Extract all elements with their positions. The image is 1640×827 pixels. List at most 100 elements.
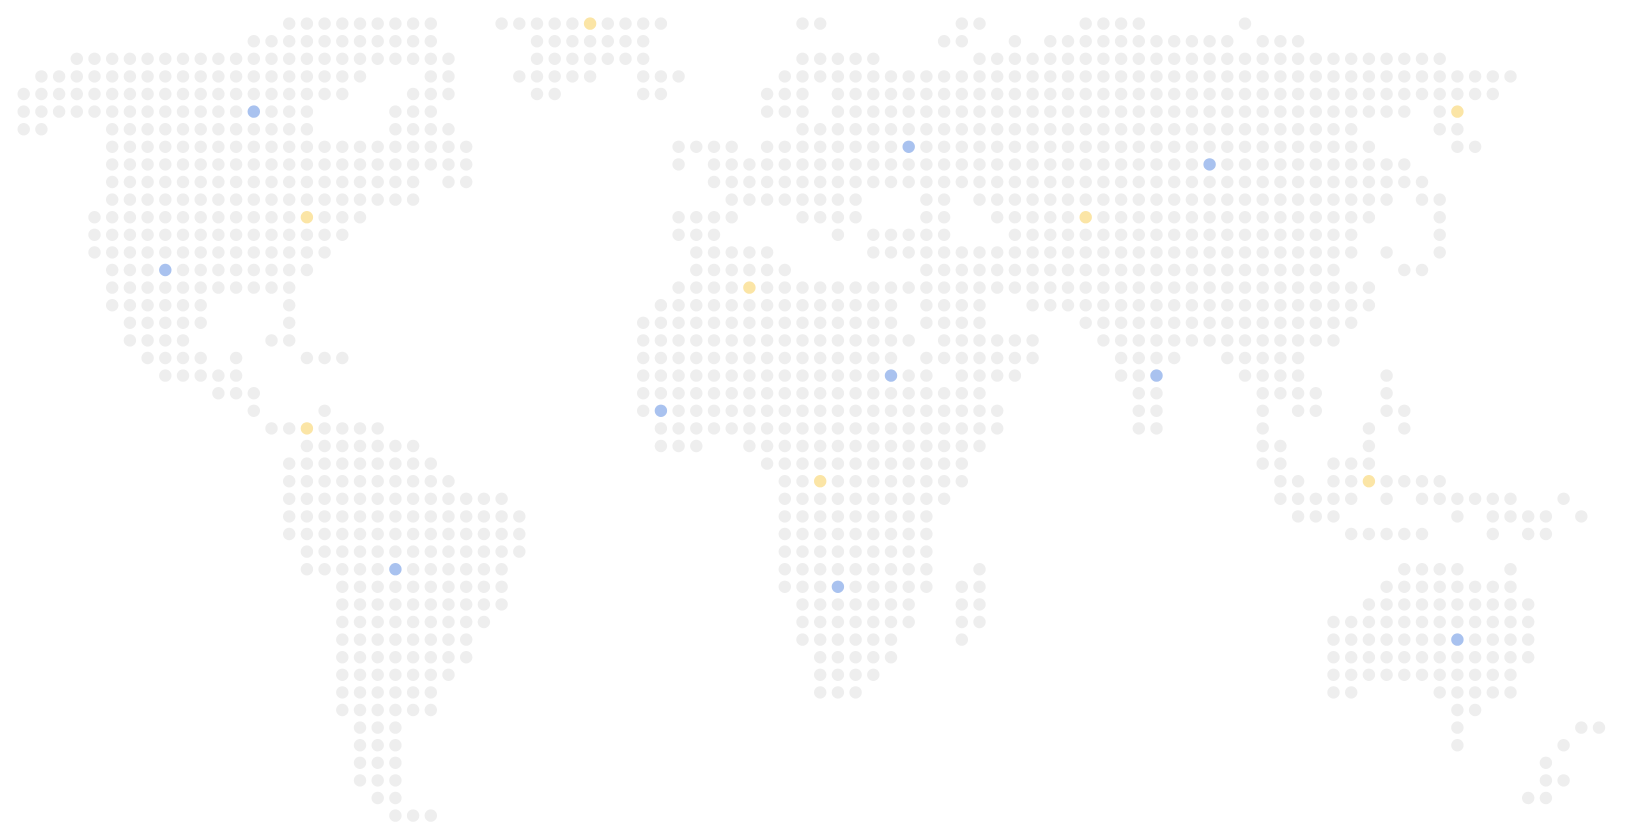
land-dot (884, 545, 898, 558)
land-dot (1132, 228, 1146, 241)
land-dot (318, 175, 331, 189)
land-dot (371, 140, 384, 153)
land-dot (1114, 263, 1128, 277)
land-dot (70, 52, 84, 65)
land-dot (867, 492, 880, 505)
land-dot (743, 246, 756, 259)
land-dot (1291, 87, 1305, 101)
land-dot (1345, 475, 1358, 488)
land-dot (1345, 70, 1358, 83)
land-dot (424, 580, 437, 593)
land-dot (176, 369, 190, 382)
land-dot (760, 387, 774, 400)
land-dot (460, 633, 473, 646)
land-dot (141, 52, 154, 65)
land-dot (406, 105, 420, 118)
land-dot (424, 140, 437, 153)
land-dot (1433, 563, 1446, 576)
land-dot (141, 87, 154, 101)
land-dot (106, 175, 119, 189)
land-dot (1504, 510, 1517, 523)
land-dot (1097, 334, 1110, 347)
land-dot (460, 175, 473, 189)
land-dot (1415, 651, 1429, 664)
land-dot (725, 334, 738, 347)
land-dot (406, 563, 420, 576)
land-dot (1026, 52, 1039, 65)
land-dot (973, 351, 986, 365)
land-dot (1061, 211, 1075, 224)
land-dot (389, 756, 402, 769)
land-dot (229, 105, 243, 118)
land-dot (371, 457, 384, 470)
land-dot (743, 404, 756, 417)
land-dot (159, 281, 172, 294)
land-dot (371, 739, 384, 752)
land-dot (902, 598, 915, 611)
land-dot (1380, 633, 1393, 646)
land-dot (353, 70, 367, 83)
location-marker-yellow (583, 17, 597, 30)
land-dot (831, 475, 845, 488)
land-dot (229, 87, 243, 101)
land-dot (300, 527, 314, 541)
land-dot (796, 598, 809, 611)
land-dot (654, 369, 668, 382)
land-dot (1539, 756, 1553, 769)
land-dot (159, 52, 172, 65)
land-dot (1415, 580, 1429, 593)
land-dot (690, 404, 703, 417)
land-dot (1238, 211, 1252, 224)
land-dot (1026, 158, 1039, 171)
land-dot (300, 246, 314, 259)
land-dot (1256, 87, 1269, 101)
land-dot (389, 739, 402, 752)
land-dot (1327, 510, 1340, 523)
land-dot (690, 228, 703, 241)
land-dot (672, 299, 685, 312)
land-dot (1398, 422, 1411, 435)
land-dot (1415, 563, 1429, 576)
land-dot (1433, 228, 1446, 241)
land-dot (760, 246, 774, 259)
land-dot (1362, 193, 1376, 206)
land-dot (442, 140, 455, 153)
land-dot (389, 686, 402, 699)
land-dot (1291, 334, 1305, 347)
land-dot (300, 17, 314, 30)
land-dot (760, 369, 774, 382)
land-dot (814, 334, 827, 347)
land-dot (1380, 87, 1393, 101)
land-dot (1415, 615, 1429, 629)
land-dot (176, 351, 190, 365)
land-dot (831, 545, 845, 558)
land-dot (1132, 52, 1146, 65)
land-dot (1327, 668, 1340, 681)
land-dot (920, 510, 933, 523)
land-dot (353, 598, 367, 611)
land-dot (1256, 52, 1269, 65)
land-dot (336, 492, 349, 505)
land-dot (1380, 492, 1393, 505)
land-dot (1380, 475, 1393, 488)
land-dot (88, 211, 101, 224)
land-dot (495, 563, 508, 576)
land-dot (831, 158, 845, 171)
land-dot (1345, 246, 1358, 259)
land-dot (1185, 52, 1199, 65)
land-dot (1415, 70, 1429, 83)
land-dot (637, 35, 650, 48)
land-dot (778, 457, 791, 470)
land-dot (1309, 105, 1323, 118)
land-dot (831, 686, 845, 699)
land-dot (1044, 175, 1057, 189)
land-dot (1238, 263, 1252, 277)
land-dot (229, 140, 243, 153)
land-dot (336, 193, 349, 206)
land-dot (176, 334, 190, 347)
land-dot (1256, 439, 1269, 453)
land-dot (1309, 123, 1323, 136)
land-dot (300, 158, 314, 171)
land-dot (1097, 175, 1110, 189)
land-dot (389, 809, 402, 822)
